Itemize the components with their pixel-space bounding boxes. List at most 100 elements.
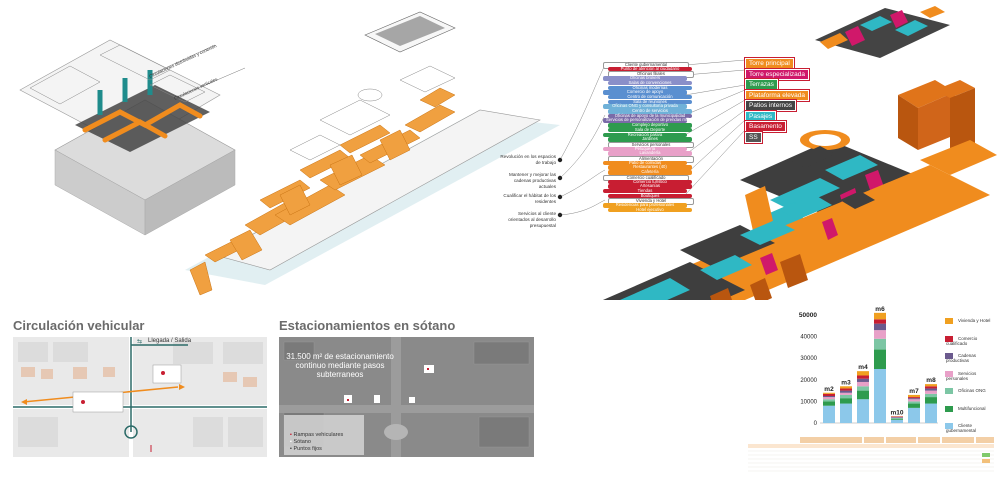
y-tick-label: 20000: [800, 378, 817, 384]
bar-segment: [857, 386, 869, 391]
program-label: Punto de atención al ciudadano: [608, 66, 692, 72]
program-label: Jardines: [608, 137, 692, 142]
category-label: m3: [841, 379, 851, 386]
legend-swatch: [945, 423, 953, 429]
bar-segment: [874, 369, 886, 423]
program-label: Centro de servicios: [608, 108, 692, 114]
bar-segment: [908, 394, 920, 398]
legend-swatch: [945, 370, 953, 377]
bar-segment: [857, 371, 869, 376]
legend-swatch: [945, 388, 953, 394]
program-label: Restaurantes (40): [608, 165, 692, 170]
bar-segment: [857, 378, 869, 382]
parking-legend-ramps: ▪ Rampas vehiculares: [290, 432, 344, 438]
legend-entry: Cliente gubernamental: [945, 423, 997, 433]
bar-segment: [891, 418, 903, 419]
category-label: m10: [890, 409, 903, 416]
bar-segment: [925, 397, 937, 404]
program-label: Servicios de personalización de prendas …: [603, 118, 698, 123]
program-label: Recreación pasiva: [603, 132, 687, 137]
bar-segment: [823, 399, 835, 402]
category-label: m7: [909, 388, 919, 395]
bar-segment: [823, 405, 835, 423]
vehicular-title: Circulación vehicular: [13, 318, 145, 333]
program-label: Cafetería: [608, 170, 692, 175]
legend-entry: Cadenas productivas: [945, 353, 997, 363]
bar-segment: [874, 319, 886, 324]
bar-segment: [908, 403, 920, 408]
program-label: Boutiques: [608, 193, 692, 199]
component-tag: SS: [745, 131, 762, 143]
bar-segment: [908, 399, 920, 402]
program-label: Tiendas: [603, 188, 687, 194]
program-label: Residencias para profesionales: [603, 202, 687, 208]
program-links: [557, 59, 746, 218]
legend-swatch: [945, 405, 953, 412]
vehicular-map: [13, 337, 267, 457]
legend-entry: Servicios personales: [945, 370, 997, 381]
bar-segment: [925, 384, 937, 387]
legend-swatch: [945, 318, 953, 324]
arrow-arrival-icon: ⇆: [137, 339, 143, 345]
program-label: Oficinas brokers: [603, 76, 687, 81]
bar-segment: [908, 398, 920, 400]
program-label: Centro de comunicación: [608, 94, 692, 100]
bar-segment: [891, 419, 903, 423]
bar-segment: [823, 396, 835, 398]
bar-segment: [823, 401, 835, 406]
legend-entry: Vivienda y Hotel: [945, 318, 990, 324]
bar-segment: [891, 416, 903, 418]
program-label: Lavandería: [608, 151, 692, 156]
question-1: Revolución en los espacios de trabajo: [500, 154, 556, 165]
y-tick-label: 10000: [800, 399, 817, 405]
legend-label: Cliente gubernamental: [946, 423, 977, 433]
program-label: Oficinas de apoyo de la municipalidad: [608, 113, 692, 119]
bar-segment: [908, 397, 920, 399]
y-tick-label: 0: [814, 421, 818, 427]
y-tick-label: 50000: [799, 312, 817, 319]
program-label: Oficinas modernas: [608, 85, 692, 90]
bar-segment: [925, 393, 937, 398]
program-label: Complejo deportivo: [608, 123, 692, 128]
legend-label: Servicios personales: [946, 370, 977, 381]
category-label: m6: [875, 306, 885, 313]
circulation-distributed-label: Circulaciones distribuidas y conexión: [148, 43, 217, 79]
program-label: Oficinas ONG y consultoría privada: [603, 104, 687, 109]
legend-label: Comercio cualificado: [946, 335, 978, 346]
bar-segment: [840, 388, 852, 391]
circulation-axonometric: Circulaciones distribuidas y conexión Ci…: [19, 11, 560, 296]
question-4: Servicios al cliente orientados al desar…: [508, 211, 556, 228]
y-tick-label: 30000: [800, 356, 817, 362]
program-label: Salas de convenciones: [608, 80, 692, 86]
bar-segment: [840, 403, 852, 423]
category-label: m2: [824, 386, 834, 393]
program-label: Hotel ejecutivo: [608, 207, 692, 213]
legend-entry: Comercio cualificado: [945, 335, 997, 346]
parking-legend-basement: ▪ Sótano: [290, 439, 311, 445]
bar-segment: [925, 390, 937, 394]
bar-segment: [925, 403, 937, 423]
bar-segment: [840, 394, 852, 399]
bar-segment: [857, 381, 869, 387]
legend-swatch: [945, 335, 953, 342]
program-label: Comercio turístico: [608, 179, 692, 184]
bar-segment: [874, 338, 886, 350]
bar-segment: [823, 397, 835, 400]
bar-segment: [874, 349, 886, 369]
legend-label: Oficinas ONG: [958, 388, 986, 393]
program-label: Comercio de apoyo: [603, 90, 687, 95]
parking-legend-fixed-points: ▪ Puntos fijos: [290, 446, 322, 452]
bar-segment: [874, 323, 886, 331]
program-label: Sala de Deporte: [608, 127, 692, 133]
component-tag: Basamento: [745, 121, 786, 132]
program-label: Artesanías: [608, 184, 692, 189]
bar-segment: [840, 386, 852, 389]
bar-segment: [840, 398, 852, 404]
vehicular-arrival-label: Llegada / Salida: [148, 338, 192, 344]
question-3: Cualificar el hábitat de los residentes: [503, 193, 556, 204]
bar-segment: [925, 388, 937, 391]
program-label: Patio de comidas: [603, 160, 687, 166]
category-label: m8: [926, 377, 936, 384]
bar-segment: [857, 390, 869, 400]
